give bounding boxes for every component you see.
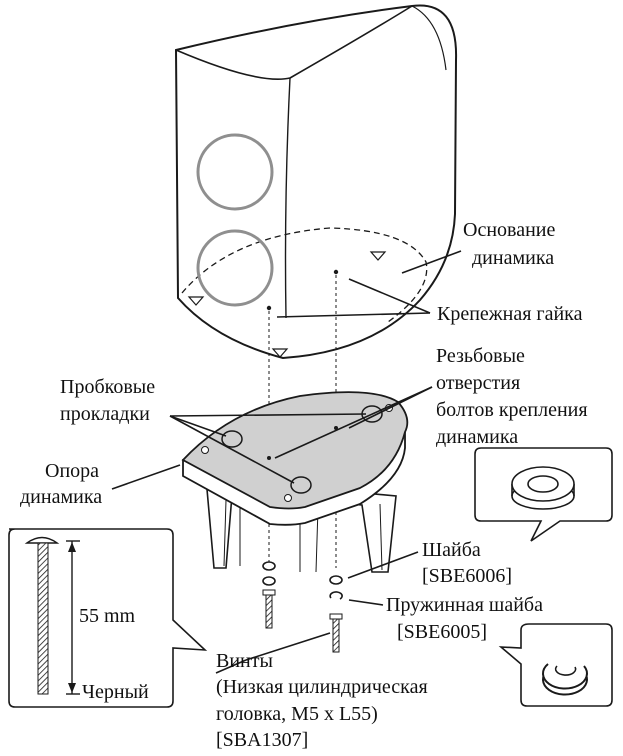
threaded-hole: [334, 426, 338, 430]
cork-pads-label: Пробковые прокладки: [60, 376, 160, 425]
mounting-nut-hole: [333, 269, 339, 275]
washer-callout: [474, 447, 613, 542]
spring-washer-icon: [262, 576, 276, 586]
mounting-nut-hole: [266, 305, 272, 311]
cork-pad: [290, 476, 312, 494]
cork-pad-triangle: [187, 296, 205, 306]
speaker-base-outline: [181, 227, 428, 323]
woofer-ring-lower: [196, 229, 274, 307]
speaker-cabinet: [174, 4, 458, 360]
screw-shaft-icon: [37, 542, 49, 695]
stand-plate-top: [181, 391, 409, 510]
washer-icon: [329, 575, 343, 585]
cork-pad-triangle: [271, 348, 289, 358]
cork-pad-triangle: [369, 251, 387, 261]
text-labels: Основание динамика Крепежная гайка Резьб…: [20, 219, 593, 751]
washer-zoom-icon: [511, 466, 575, 510]
speaker-stand: [181, 391, 409, 573]
screw-length-callout: [8, 528, 208, 708]
threaded-holes-label: Резьбовые отверстия болтов крепления дин…: [436, 345, 593, 448]
screw-color-label: Черный: [82, 681, 149, 703]
screws-label: Винты (Низкая цилиндрическая головка, M5…: [216, 650, 433, 751]
washer-icon: [262, 561, 276, 571]
mounting-nut-label: Крепежная гайка: [437, 303, 583, 325]
stand-screw-hole: [201, 446, 209, 454]
stand-label: Опора динамика: [20, 460, 104, 508]
cabinet-top-crease: [175, 5, 413, 80]
spring-washer-icon: [329, 591, 343, 600]
screw-head-icon: [24, 536, 60, 544]
threaded-hole: [267, 456, 271, 460]
cabinet-right-curve: [411, 5, 447, 71]
screw-icon: [332, 617, 340, 653]
washer-label: Шайба [SBE6006]: [422, 539, 512, 587]
spring-washer-callout: [498, 623, 613, 707]
cabinet-body: [174, 4, 458, 360]
screw-length-label: 55 mm: [79, 605, 136, 627]
screw-icon: [265, 593, 273, 629]
speaker-base-label: Основание динамика: [463, 219, 560, 269]
cabinet-front-right-edge: [284, 77, 291, 319]
stand-screw-hole: [284, 494, 292, 502]
dimension-arrow-up: [68, 542, 76, 552]
woofer-ring-upper: [196, 133, 274, 211]
cork-pad: [221, 430, 243, 448]
spring-washer-zoom-icon: [541, 663, 588, 696]
hardware-left: [262, 561, 276, 629]
dimension-arrow-down: [68, 683, 76, 693]
hardware-right: [329, 575, 343, 653]
spring-washer-label: Пружинная шайба [SBE6005]: [386, 594, 548, 643]
leader-lines: [111, 250, 462, 674]
